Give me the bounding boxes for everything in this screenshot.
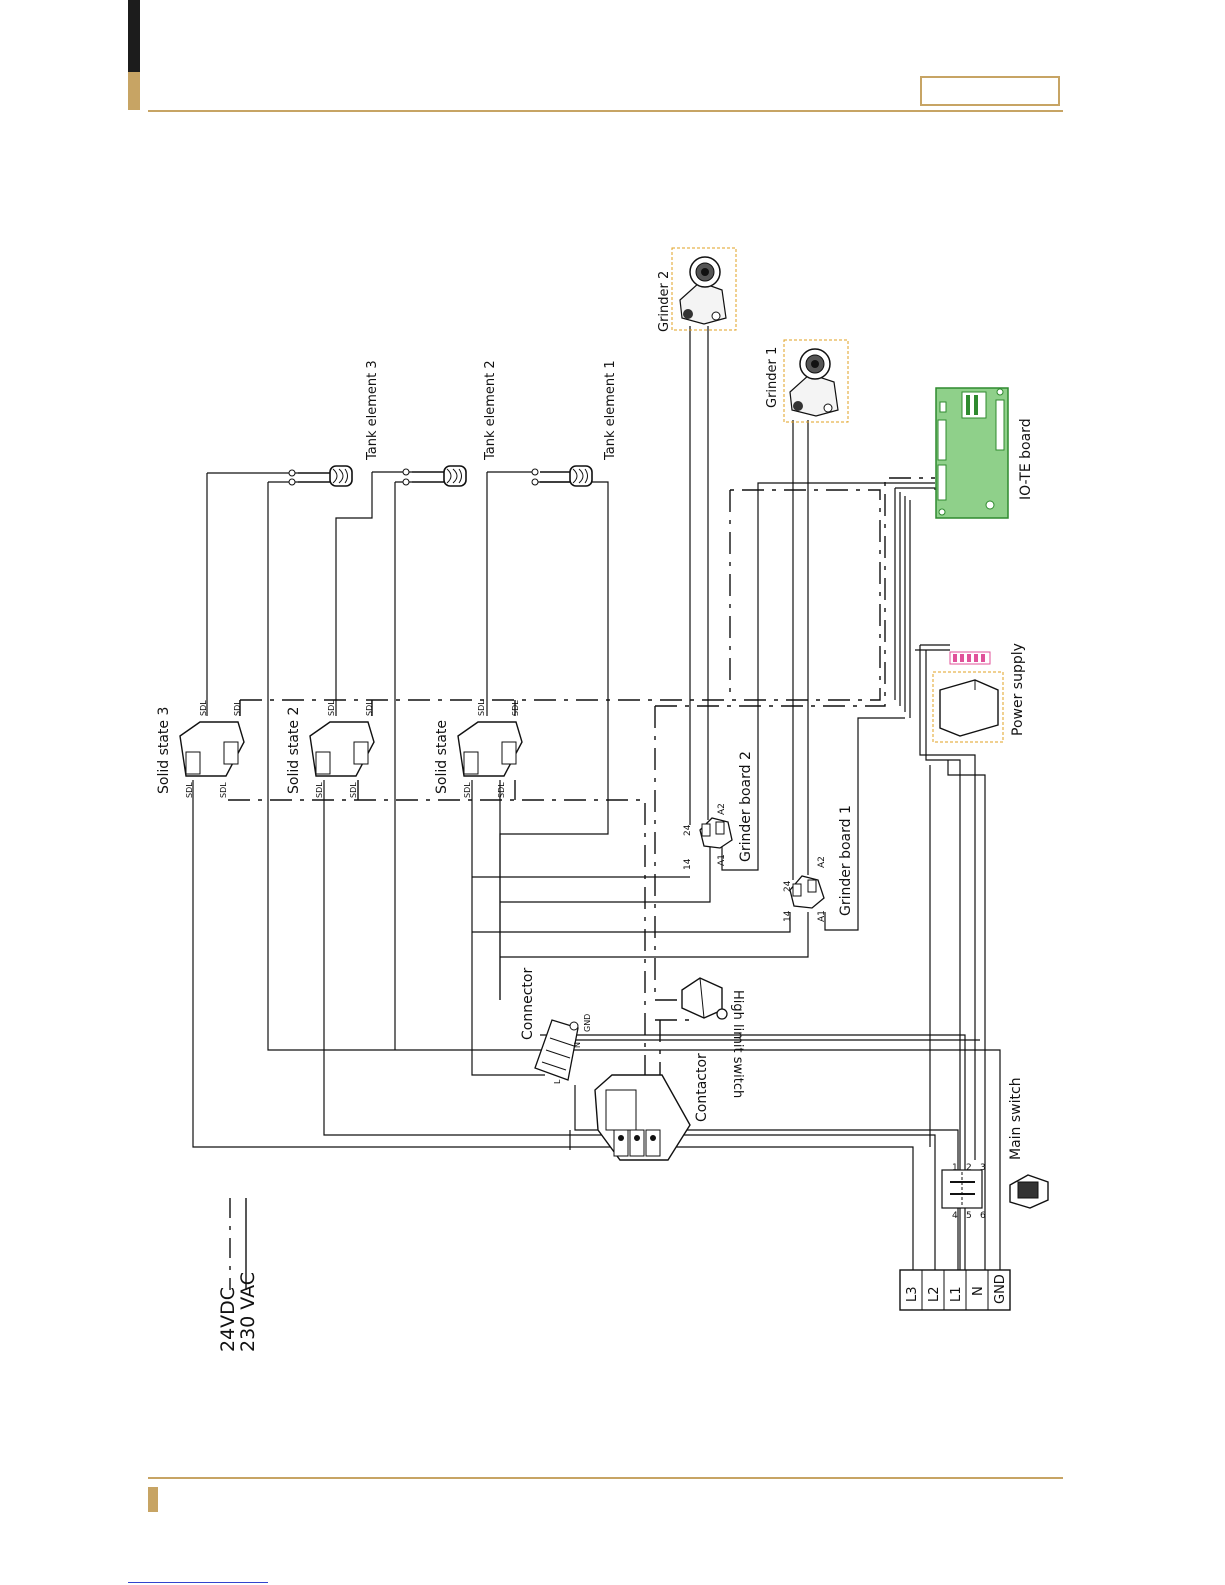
grinder-1: Grinder 1 (765, 339, 849, 423)
grinder-2: Grinder 2 (657, 247, 737, 332)
switch-pin-6: 6 (980, 1211, 986, 1221)
connector: GND N L Connector (520, 968, 592, 1084)
solid-state-2: SDL SDL SDL SDL Solid state 2 (286, 700, 375, 798)
power-supply: Power supply (932, 643, 1026, 743)
terminal-gnd: GND (993, 1274, 1008, 1304)
power-supply-label: Power supply (1010, 643, 1026, 736)
ss1-sdl-c: SDL (463, 782, 472, 798)
ss3-sdl-b: SDL (233, 700, 242, 716)
gb1-pin-24: 24 (783, 880, 793, 892)
ss1-sdl-a: SDL (477, 700, 486, 716)
gb2-pin-24: 24 (683, 824, 693, 836)
solid-state-3-label: Solid state 3 (156, 707, 172, 794)
switch-pin-4: 4 (952, 1211, 958, 1221)
connector-l: L (553, 1079, 562, 1084)
ac-wires (192, 326, 1001, 1295)
header-rule (148, 110, 1063, 112)
ss3-sdl-d: SDL (219, 782, 228, 798)
tank-element-2-label: Tank element 2 (483, 360, 498, 461)
tank-element-3: Tank element 3 (288, 360, 380, 487)
ss2-sdl-c: SDL (315, 782, 324, 798)
contactor-label: Contactor (694, 1053, 710, 1122)
gb2-pin-a2: A2 (717, 803, 727, 815)
legend-dc-label: 24VDC (217, 1287, 239, 1352)
solid-state-1-label: Solid state (434, 720, 450, 794)
high-limit-switch: High limit switch (681, 977, 745, 1098)
ss3-sdl-c: SDL (185, 782, 194, 798)
gb2-pin-14: 14 (683, 858, 693, 870)
tank-element-2: Tank element 2 (402, 360, 498, 487)
gb1-pin-14: 14 (783, 910, 793, 922)
switch-pin-3: 3 (980, 1163, 986, 1173)
terminal-l3: L3 (905, 1286, 920, 1302)
solid-state-1: SDL SDL SDL SDL Solid state (434, 700, 523, 798)
gb1-pin-a1: A1 (817, 910, 827, 922)
left-accent-bar (128, 72, 140, 110)
footer-accent-block (148, 1487, 158, 1512)
grinder-2-label: Grinder 2 (657, 271, 672, 332)
dc-wires (228, 477, 935, 1145)
contactor: Contactor (594, 1053, 710, 1161)
switch-pin-5: 5 (966, 1211, 972, 1221)
main-switch-label: Main switch (1008, 1077, 1024, 1160)
terminal-l1: L1 (949, 1286, 964, 1302)
terminal-l2: L2 (927, 1286, 942, 1302)
grinder-board-2-label: Grinder board 2 (738, 751, 754, 862)
grinder-board-2: 14 24 A1 A2 Grinder board 2 (683, 751, 754, 870)
solid-state-3: SDL SDL SDL SDL Solid state 3 (156, 700, 245, 798)
ss2-sdl-b: SDL (365, 700, 374, 716)
footer-rule (148, 1477, 1063, 1479)
terminal-n: N (971, 1286, 986, 1296)
switch-pin-2: 2 (966, 1163, 972, 1173)
left-dark-bar (128, 0, 140, 72)
io-te-board-label: IO-TE board (1018, 418, 1034, 500)
ss2-sdl-a: SDL (327, 700, 336, 716)
solid-state-2-label: Solid state 2 (286, 707, 302, 794)
connector-n: N (573, 1042, 582, 1048)
tank-element-1: Tank element 1 (531, 360, 618, 487)
legend-ac-label: 230 VAC (237, 1272, 259, 1352)
terminal-block: L3 L2 L1 N GND (899, 1269, 1011, 1311)
legend: 24VDC 230 VAC (217, 1198, 259, 1352)
io-te-board: IO-TE board (935, 387, 1034, 519)
ss1-sdl-b: SDL (511, 700, 520, 716)
grinder-board-1: 14 24 A1 A2 Grinder board 1 (783, 805, 854, 922)
tank-element-1-label: Tank element 1 (603, 360, 618, 461)
gb2-pin-a1: A1 (717, 854, 727, 866)
grinder-board-1-label: Grinder board 1 (838, 805, 854, 916)
ss1-sdl-d: SDL (497, 782, 506, 798)
footer-underline (128, 1582, 268, 1583)
main-switch: 1 2 3 4 5 6 Main switch (941, 1077, 1049, 1221)
ss2-sdl-d: SDL (349, 782, 358, 798)
connector-gnd: GND (583, 1014, 592, 1032)
tank-element-3-label: Tank element 3 (365, 360, 380, 461)
high-limit-switch-label: High limit switch (730, 990, 745, 1098)
grinder-1-label: Grinder 1 (765, 347, 780, 408)
ss3-sdl-a: SDL (199, 700, 208, 716)
connector-label: Connector (520, 968, 536, 1040)
switch-pin-1: 1 (952, 1163, 958, 1173)
gb1-pin-a2: A2 (817, 856, 827, 868)
header-box (920, 76, 1060, 106)
